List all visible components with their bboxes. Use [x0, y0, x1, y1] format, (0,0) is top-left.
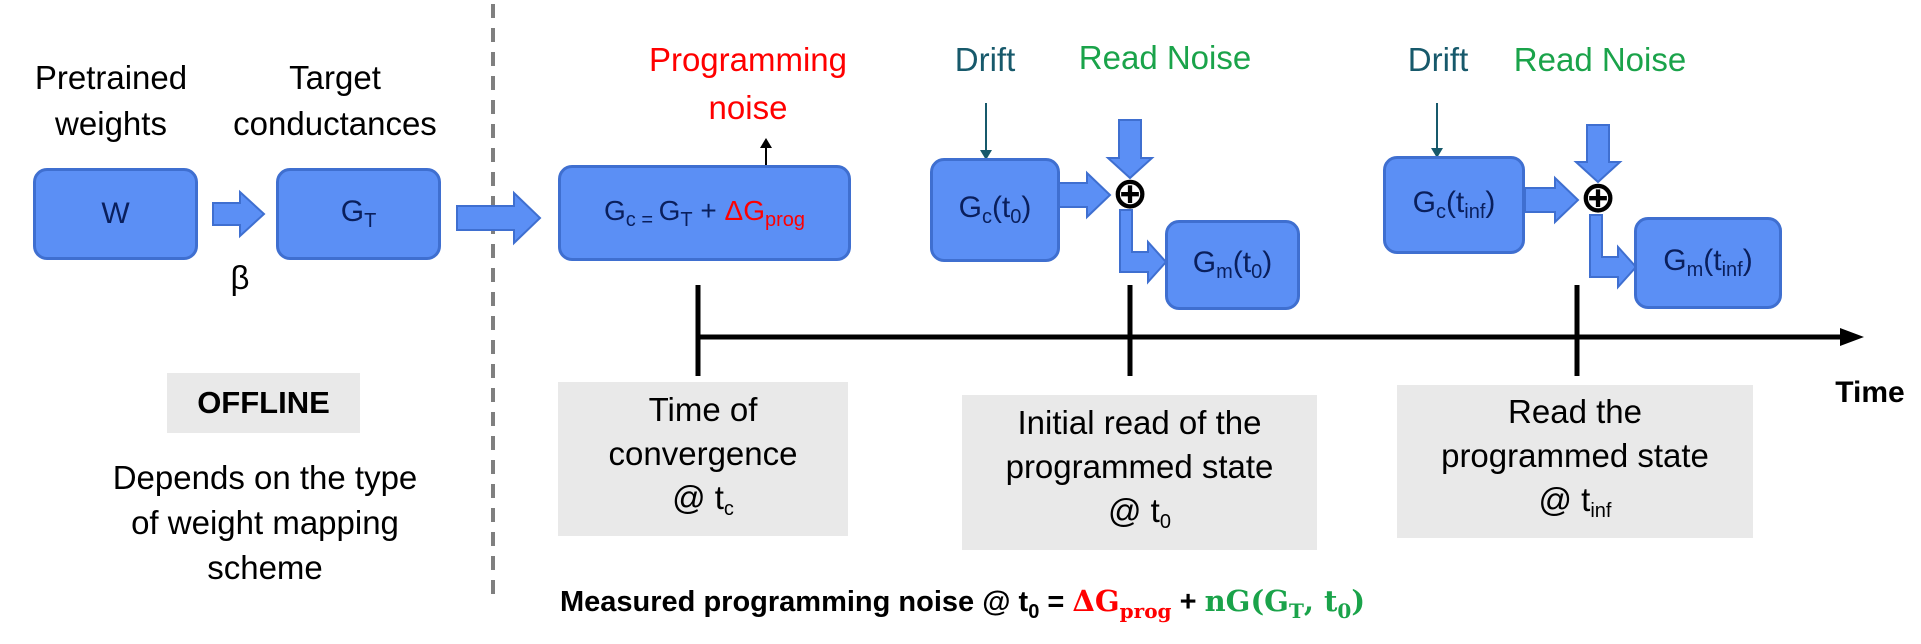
stage-panel-t0: Initial read of the programmed state @ t… [962, 395, 1317, 550]
drift-label-1: Drift [954, 41, 1016, 78]
weights-symbol: W [101, 197, 130, 230]
weights-box: W [33, 168, 198, 260]
gc-tinf-label: Gc(tinf) [1412, 186, 1496, 223]
gt-symbol: GT [340, 195, 377, 232]
offline-desc-line2: of weight mapping [131, 504, 399, 541]
stage-tinf-line1: Read the [1508, 393, 1642, 430]
oplus-icon: ⊕ [1579, 172, 1617, 223]
offline-desc-line3: scheme [207, 549, 323, 586]
target-label-line1: Target [289, 59, 381, 96]
stage-tc-line1: Time of [648, 390, 758, 428]
gm-tinf-box: Gm(tinf) [1634, 217, 1782, 309]
pretrained-label-line2: weights [55, 105, 167, 142]
target-conductance-box: GT [276, 168, 441, 260]
target-label-line2: conductances [233, 105, 437, 142]
gc-tinf-box: Gc(tinf) [1383, 156, 1525, 254]
pretrained-label-line1: Pretrained [34, 59, 188, 96]
stage-tinf-line3: @ tinf [1538, 481, 1612, 522]
stage-panel-tc: Time of convergence @ tc [558, 382, 848, 536]
arrow-oplus-to-gmt0 [1119, 209, 1168, 285]
gm-t0-box: Gm(t0) [1165, 220, 1300, 310]
prog-noise-label-line1: Programming [648, 41, 848, 78]
stage-t0-line1: Initial read of the [1017, 404, 1262, 441]
gc-equation: Gc = GT + ΔGprog [603, 194, 805, 231]
stage-t0-line2: programmed state [1005, 448, 1274, 485]
measured-noise-formula: Measured programming noise @ t0 = ΔGprog… [560, 584, 1366, 623]
stage-tc-line3: @ tc [672, 478, 734, 520]
read-noise-label-1: Read Noise [1078, 39, 1252, 76]
oplus-icon: ⊕ [1111, 168, 1149, 219]
read-noise-arrow-1 [1105, 119, 1155, 180]
gm-tinf-label: Gm(tinf) [1663, 244, 1753, 281]
read-noise-label-2: Read Noise [1513, 41, 1687, 78]
arrow-gct0-to-oplus [1058, 170, 1112, 220]
gc-t0-label: Gc(t0) [958, 191, 1032, 228]
drift-label-2: Drift [1407, 41, 1469, 78]
arrow-gctinf-to-oplus [1524, 175, 1580, 225]
formula-ng-term: nG(G [1204, 584, 1289, 618]
time-axis-arrowhead [1840, 328, 1864, 346]
stage-tinf-line2: programmed state [1441, 437, 1709, 474]
read-noise-arrow-2 [1573, 124, 1623, 184]
programmed-conductance-box: Gc = GT + ΔGprog [558, 165, 851, 261]
gm-t0-label: Gm(t0) [1192, 246, 1273, 283]
stage-panel-tinf: Read the programmed state @ tinf [1397, 385, 1753, 538]
beta-label: β [230, 259, 250, 296]
offline-badge: OFFLINE [167, 373, 360, 433]
arrow-oplus-to-gmtinf [1589, 214, 1638, 290]
time-axis-label: Time [1835, 376, 1905, 409]
stage-t0-line3: @ t0 [1108, 492, 1171, 533]
formula-prefix: Measured programming noise @ t [560, 586, 1029, 618]
arrow-w-to-gt [212, 189, 266, 239]
offline-desc-line1: Depends on the type [112, 459, 418, 496]
prog-noise-label-line2: noise [708, 89, 788, 126]
formula-delta-g: ΔG [1072, 584, 1120, 618]
offline-badge-text: OFFLINE [197, 385, 330, 420]
stage-tc-line2: convergence [608, 434, 798, 472]
arrow-gt-to-gc [456, 190, 542, 246]
gc-t0-box: Gc(t0) [930, 158, 1060, 262]
